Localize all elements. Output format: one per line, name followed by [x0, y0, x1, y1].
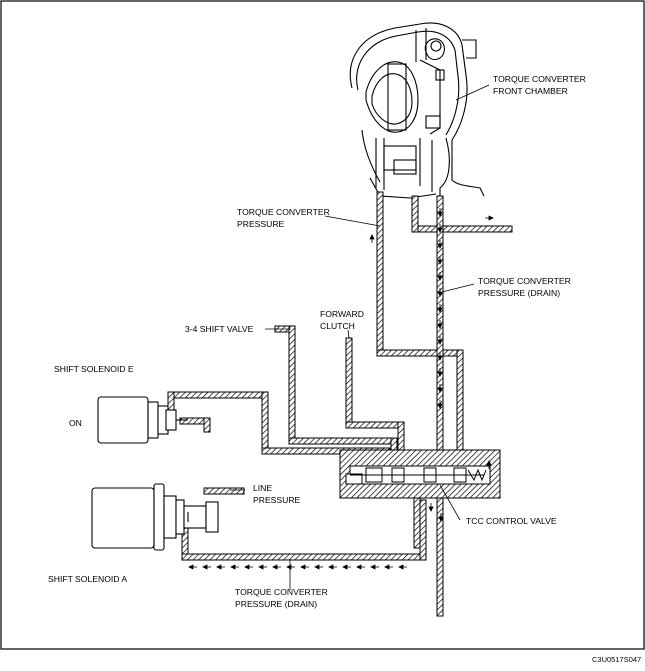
shift-valve-3-4-down	[288, 325, 296, 445]
tc-pressure-passage-horizontal	[376, 349, 464, 357]
label-tc-drain-upper-line2: PRESSURE (DRAIN)	[478, 288, 560, 298]
torque-converter	[349, 22, 485, 199]
figure-frame	[0, 0, 645, 650]
label-forward-clutch-line2: CLUTCH	[320, 321, 355, 331]
tcc-control-valve	[339, 449, 501, 499]
label-tc-drain-lower-line1: TORQUE CONVERTER	[235, 587, 328, 597]
solenoid-e-exhaust-down	[203, 417, 211, 433]
flow-arrow	[486, 460, 492, 469]
solenoid-e-out-down	[261, 391, 269, 455]
flow-arrow	[314, 564, 323, 570]
label-tc-drain-lower-line2: PRESSURE (DRAIN)	[235, 599, 317, 609]
flow-arrow	[437, 256, 443, 265]
solenoid-e-out-top	[167, 391, 269, 399]
flow-arrow	[437, 368, 443, 377]
flow-arrow	[230, 564, 239, 570]
flow-arrow	[437, 400, 443, 409]
flow-arrow	[286, 564, 295, 570]
figure-code: C3U0517S047	[592, 655, 641, 664]
forward-clutch-horizontal	[345, 421, 405, 429]
fluid-passages	[167, 191, 513, 617]
leader-lines	[230, 84, 490, 590]
flow-arrow	[437, 352, 443, 361]
shift-valve-3-4-horizontal	[288, 437, 398, 445]
label-3-4-shift-valve: 3-4 SHIFT VALVE	[185, 324, 254, 334]
flow-arrow	[437, 304, 443, 313]
flow-arrow	[202, 564, 211, 570]
label-tc-front-chamber-line1: TORQUE CONVERTER	[493, 74, 586, 84]
label-tc-pressure-line1: TORQUE CONVERTER	[237, 207, 330, 217]
converter-drain-stub	[411, 195, 419, 233]
flow-arrow	[216, 564, 225, 570]
label-tc-drain-upper-line1: TORQUE CONVERTER	[478, 276, 571, 286]
flow-arrow	[258, 564, 267, 570]
flow-arrow	[328, 564, 337, 570]
flow-arrow	[437, 384, 443, 393]
flow-arrows	[188, 208, 494, 570]
label-shift-solenoid-e: SHIFT SOLENOID E	[54, 364, 134, 374]
callout-labels: TORQUE CONVERTER FRONT CHAMBER TORQUE CO…	[48, 74, 586, 609]
flow-arrow	[398, 564, 407, 570]
flow-arrow	[438, 513, 444, 522]
flow-arrow	[188, 564, 197, 570]
shift-solenoid-e	[97, 396, 188, 444]
tc-pressure-passage-down	[456, 349, 464, 451]
label-tcc-control-valve: TCC CONTROL VALVE	[466, 516, 557, 526]
label-solenoid-e-on: ON	[69, 418, 82, 428]
label-shift-solenoid-a: SHIFT SOLENOID A	[48, 574, 127, 584]
converter-drain-horizontal	[411, 225, 513, 233]
label-line-pressure-line2: PRESSURE	[253, 495, 301, 505]
flow-arrow	[428, 503, 434, 512]
label-tc-pressure-line2: PRESSURE	[237, 219, 285, 229]
flow-arrow	[384, 564, 393, 570]
label-tc-front-chamber-line2: FRONT CHAMBER	[493, 86, 568, 96]
flow-arrow	[437, 320, 443, 329]
flow-arrow	[437, 208, 443, 217]
flow-arrow	[370, 564, 379, 570]
flow-arrow	[300, 564, 309, 570]
flow-arrow	[437, 224, 443, 233]
flow-arrow	[369, 234, 375, 243]
flow-arrow	[244, 564, 253, 570]
flow-arrow	[342, 564, 351, 570]
flow-arrow	[485, 215, 494, 221]
flow-arrow	[437, 240, 443, 249]
flow-arrow	[272, 564, 281, 570]
tc-pressure-passage-vertical	[376, 191, 384, 357]
flow-arrow	[437, 336, 443, 345]
tcc-lower-port	[413, 495, 421, 549]
flow-arrow	[437, 272, 443, 281]
label-forward-clutch-line1: FORWARD	[320, 309, 364, 319]
tcc-valve-spring	[467, 468, 487, 482]
flow-arrow	[437, 288, 443, 297]
forward-clutch-down	[345, 337, 353, 429]
solenoid-a-out-up	[419, 499, 427, 561]
line-pressure-input	[203, 487, 245, 495]
shift-solenoid-a	[91, 483, 219, 551]
flow-arrow	[356, 564, 365, 570]
label-line-pressure-line1: LINE	[253, 483, 272, 493]
solenoid-a-out-horizontal	[181, 553, 427, 561]
